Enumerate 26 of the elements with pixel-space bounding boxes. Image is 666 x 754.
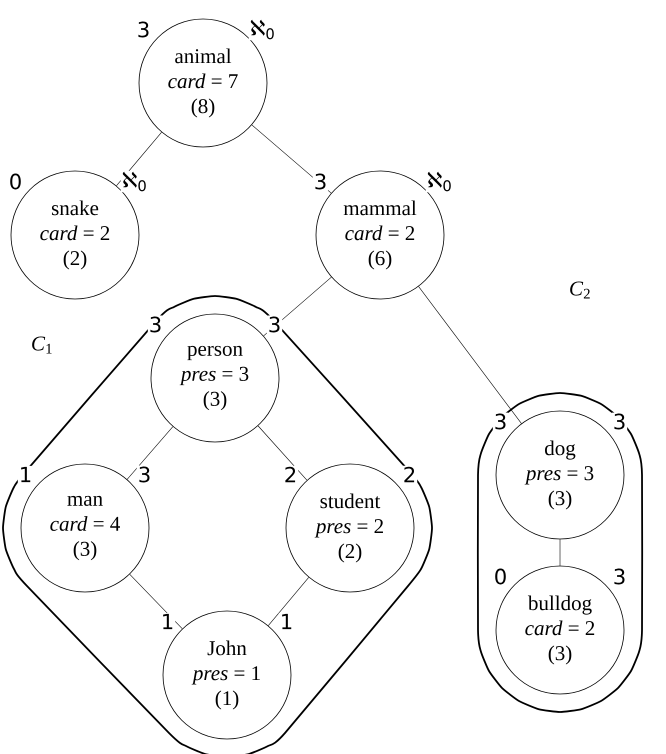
corner-number: 0 — [492, 568, 508, 586]
corner-number: 1 — [160, 612, 176, 630]
edge-line — [418, 286, 522, 424]
corner-number: 3 — [612, 568, 628, 586]
corner-number: 3 — [312, 172, 328, 190]
corner-number: ℵ$_{0}$ — [248, 18, 276, 40]
corner-number: 1 — [278, 612, 294, 630]
edge-line — [258, 426, 308, 480]
edge-line — [126, 426, 174, 480]
corner-number: 3 — [148, 316, 164, 334]
corner-number: 3 — [136, 20, 152, 38]
corner-number: 2 — [282, 466, 298, 484]
corner-number: 2 — [402, 466, 418, 484]
edge-line — [129, 574, 183, 629]
corner-number: 3 — [266, 316, 282, 334]
edge-line — [263, 276, 332, 336]
edge-line — [268, 577, 309, 626]
corner-number: ℵ$_{0}$ — [426, 170, 454, 192]
corner-number: 3 — [136, 466, 152, 484]
corner-number: ℵ$_{0}$ — [120, 170, 148, 192]
edge-line — [252, 124, 332, 194]
node-label: C$_{2}$ — [570, 281, 590, 299]
corner-number: 1 — [18, 466, 34, 484]
corner-number: 0 — [8, 172, 24, 190]
corner-number: 3 — [492, 412, 508, 430]
corner-number: 3 — [612, 412, 628, 430]
